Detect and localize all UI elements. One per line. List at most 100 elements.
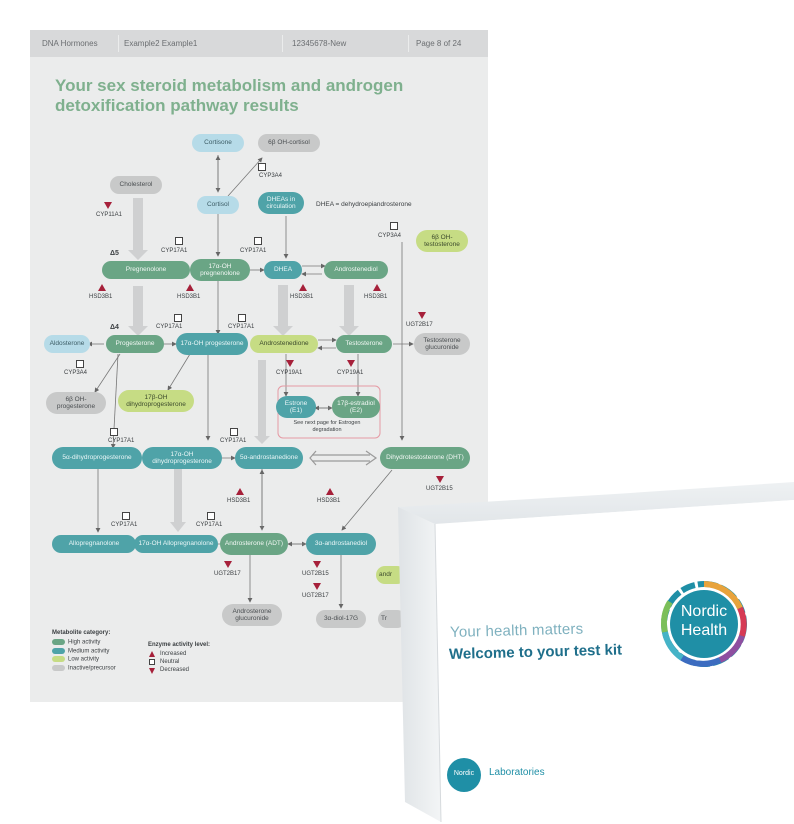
decreased-icon — [313, 561, 321, 568]
enzyme-cyp17a1: CYP17A1 — [220, 438, 247, 444]
enzyme-cyp17a1: CYP17A1 — [111, 522, 138, 528]
decreased-icon — [418, 312, 426, 319]
legend-swatch — [52, 647, 65, 654]
decreased-icon — [149, 668, 155, 674]
kit-box-shape — [398, 482, 794, 824]
legend-inactive: Inactive/precursor — [68, 665, 116, 672]
neutral-icon — [76, 360, 84, 368]
node-3a-androstanediol: 3α-androstanediol — [306, 533, 376, 555]
nordic-badge: Nordic — [447, 758, 481, 792]
node-partial-tr: Tr — [378, 610, 406, 628]
increased-icon — [149, 651, 155, 657]
logo-line-2: Health — [680, 622, 728, 639]
decreased-icon — [347, 360, 355, 367]
enzyme-hsd3b1: HSD3B1 — [177, 294, 201, 300]
header-patient: Example2 Example1 — [124, 39, 198, 48]
enzyme-cyp11a1: CYP11A1 — [96, 212, 122, 218]
decreased-icon — [104, 202, 112, 209]
neutral-icon — [110, 428, 118, 436]
enzyme-ugt2b15: UGT2B15 — [426, 486, 453, 492]
decreased-icon — [224, 561, 232, 568]
enzyme-ugt2b17: UGT2B17 — [214, 571, 241, 577]
enzyme-cyp3a4: CYP3A4 — [64, 370, 88, 376]
metabolite-legend: Metabolite category: High activity Mediu… — [52, 630, 152, 671]
page-header: DNA Hormones Example2 Example1 12345678-… — [30, 30, 488, 57]
node-dheas: DHEAs in circulation — [258, 192, 304, 214]
node-5a-androstanedione: 5α-androstanedione — [235, 447, 303, 469]
legend-medium: Medium activity — [68, 648, 110, 655]
neutral-icon — [174, 314, 182, 322]
badge-text: Nordic — [453, 770, 475, 777]
enzyme-hsd3b1: HSD3B1 — [89, 294, 113, 300]
node-6b-oh-testosterone: 6β OH-testosterone — [416, 230, 468, 252]
enzyme-ugt2b17: UGT2B17 — [406, 322, 433, 328]
kit-tagline: Your health matters — [449, 620, 584, 641]
legend-low: Low activity — [68, 656, 100, 663]
enzyme-cyp17a1: CYP17A1 — [156, 324, 183, 330]
estrogen-note: See next page for Estrogen degradation — [293, 420, 361, 433]
legend-decreased: Decreased — [160, 667, 190, 673]
decreased-icon — [313, 583, 321, 590]
legend-swatch — [52, 664, 65, 671]
pathway-connectors — [87, 155, 414, 609]
enzyme-ugt2b15: UGT2B15 — [302, 571, 329, 577]
neutral-icon — [238, 314, 246, 322]
node-androstenedione: Androstenedione — [250, 335, 318, 353]
header-product: DNA Hormones — [42, 39, 98, 48]
logo-line-1: Nordic — [680, 603, 728, 620]
node-estradiol: 17β-estradiol (E2) — [332, 396, 380, 418]
node-testosterone: Testosterone — [336, 335, 392, 353]
dhea-definition: DHEA = dehydroepiandrosterone — [316, 201, 412, 208]
node-testosterone-glucuronide: Testosterone glucuronide — [414, 333, 470, 355]
node-6b-oh-progesterone: 6β OH-progesterone — [46, 392, 106, 414]
enzyme-legend: Enzyme activity level: Increased Neutral… — [148, 642, 248, 674]
header-id: 12345678-New — [292, 39, 347, 48]
legend-swatch — [52, 639, 65, 645]
node-estrone: Estrone (E1) — [276, 396, 316, 418]
node-cortisol: Cortisol — [197, 196, 239, 214]
node-3a-diol-17g: 3α-diol-17G — [316, 610, 366, 628]
enzyme-hsd3b1: HSD3B1 — [364, 294, 388, 300]
node-pregnenolone: Pregnenolone — [102, 261, 190, 279]
neutral-icon — [175, 237, 183, 245]
increased-icon — [373, 284, 381, 291]
page-title: Your sex steroid metabolism and androgen… — [55, 76, 404, 115]
report-page: DNA Hormones Example2 Example1 12345678-… — [30, 30, 488, 702]
node-dht: Dihydrotestosterone (DHT) — [380, 447, 470, 469]
neutral-icon — [254, 237, 262, 245]
neutral-icon — [207, 512, 215, 520]
node-17a-oh-dihydroprogesterone: 17α-OH dihydroprogesterone — [142, 447, 222, 469]
test-kit-box: Your health matters Welcome to your test… — [395, 462, 794, 824]
neutral-icon — [230, 428, 238, 436]
node-17b-oh-dihydroprogesterone: 17β-OH dihydroprogesterone — [118, 390, 194, 412]
enzyme-cyp19a1: CYP19A1 — [276, 370, 303, 376]
legend-high: High activity — [68, 639, 101, 646]
increased-icon — [186, 284, 194, 291]
legend-increased: Increased — [160, 651, 187, 657]
node-progesterone: Progesterone — [106, 335, 164, 353]
node-dhea: DHEA — [264, 261, 302, 279]
enzyme-cyp3a4: CYP3A4 — [378, 233, 402, 239]
enzyme-hsd3b1: HSD3B1 — [317, 498, 341, 504]
enzyme-hsd3b1: HSD3B1 — [290, 294, 314, 300]
legend-swatch — [52, 656, 65, 663]
increased-icon — [299, 284, 307, 291]
decreased-icon — [286, 360, 294, 367]
enzyme-cyp17a1: CYP17A1 — [161, 248, 188, 254]
node-cortisone: Cortisone — [192, 134, 244, 152]
increased-icon — [326, 488, 334, 495]
delta4-label: Δ4 — [110, 324, 119, 331]
node-androsterone: Androsterone (ADT) — [220, 533, 288, 555]
neutral-icon — [258, 163, 266, 171]
enzyme-cyp17a1: CYP17A1 — [240, 248, 267, 254]
delta5-label: Δ5 — [110, 250, 119, 257]
enzyme-cyp17a1: CYP17A1 — [228, 324, 255, 330]
node-aldosterone: Aldosterone — [44, 335, 90, 353]
legend-neutral: Neutral — [160, 659, 180, 665]
neutral-icon — [122, 512, 130, 520]
increased-icon — [236, 488, 244, 495]
legend-title: Metabolite category: — [52, 630, 111, 636]
neutral-icon — [390, 222, 398, 230]
enzyme-cyp17a1: CYP17A1 — [196, 522, 223, 528]
node-androsterone-glucuronide: Androsterone glucuronide — [222, 604, 282, 626]
